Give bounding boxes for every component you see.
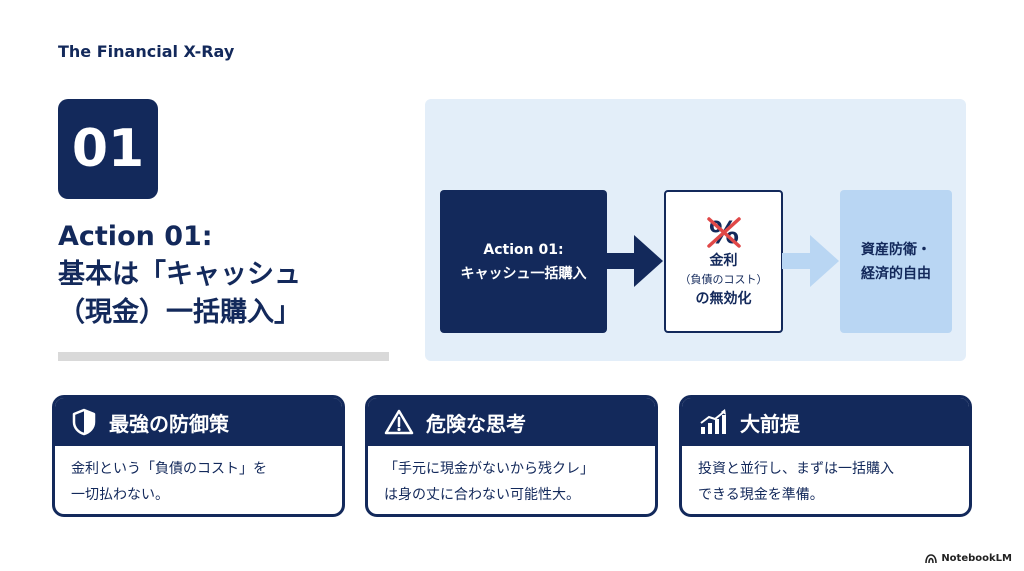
flow-arrow-2: [782, 235, 839, 287]
notebooklm-label: NotebookLM: [941, 553, 1012, 564]
card-header: 最強の防御策: [55, 398, 342, 446]
title-line-1: Action 01:: [58, 221, 213, 252]
card-title: 危険な思考: [426, 411, 526, 436]
divider-bar: [58, 352, 389, 361]
card-text-line-1: 投資と並行し、まずは一括購入: [698, 461, 894, 477]
card-title: 最強の防御策: [109, 411, 229, 436]
shield-icon: [72, 408, 96, 436]
card-dangerous-thinking: 危険な思考 「手元に現金がないから残クレ」 は身の丈に合わない可能性大。: [365, 395, 658, 517]
card-text-line-2: 一切払わない。: [71, 487, 169, 503]
crossed-percent-icon: %: [706, 216, 741, 249]
action-number-badge: 01: [58, 99, 158, 199]
card-title: 大前提: [740, 411, 800, 436]
flow-step-3-line-1: 資産防衛・: [861, 241, 931, 258]
flow-step-3-line-2: 経済的自由: [861, 265, 931, 282]
card-text-line-1: 「手元に現金がないから残クレ」: [384, 461, 594, 477]
card-strongest-defense: 最強の防御策 金利という「負債のコスト」を 一切払わない。: [52, 395, 345, 517]
card-body: 金利という「負債のコスト」を 一切払わない。: [55, 446, 342, 508]
flow-step-2-line-3: の無効化: [695, 290, 752, 307]
card-text-line-2: は身の丈に合わない可能性大。: [384, 487, 580, 503]
title-line-3: （現金）一括購入」: [58, 297, 301, 328]
page-title: Action 01: 基本は「キャッシュ （現金）一括購入」: [58, 218, 398, 332]
card-header: 大前提: [682, 398, 969, 446]
flow-step-financial-freedom: 資産防衛・ 経済的自由: [840, 190, 952, 333]
title-line-2: 基本は「キャッシュ: [58, 259, 301, 290]
card-text-line-2: できる現金を準備。: [698, 487, 824, 503]
card-body: 投資と並行し、まずは一括購入 できる現金を準備。: [682, 446, 969, 508]
card-text-line-1: 金利という「負債のコスト」を: [71, 461, 267, 477]
flow-arrow-1: [606, 235, 663, 287]
warning-icon: [384, 409, 414, 435]
notebooklm-watermark: NotebookLM: [925, 553, 1012, 564]
flow-step-2-line-2: （負債のコスト）: [679, 272, 768, 286]
flow-step-1-line-1: Action 01:: [483, 241, 564, 258]
flow-step-cash-purchase: Action 01: キャッシュ一括購入: [440, 190, 607, 333]
card-body: 「手元に現金がないから残クレ」 は身の丈に合わない可能性大。: [368, 446, 655, 508]
flow-step-2-line-1: 金利: [709, 252, 738, 269]
card-major-premise: 大前提 投資と並行し、まずは一括購入 できる現金を準備。: [679, 395, 972, 517]
flow-step-interest-nullified: % 金利 （負債のコスト） の無効化: [664, 190, 783, 333]
flow-step-1-line-2: キャッシュ一括購入: [460, 265, 587, 282]
growth-chart-icon: [700, 409, 726, 434]
card-header: 危険な思考: [368, 398, 655, 446]
brand-title: The Financial X-Ray: [58, 42, 235, 61]
notebooklm-logo-icon: [925, 553, 938, 563]
